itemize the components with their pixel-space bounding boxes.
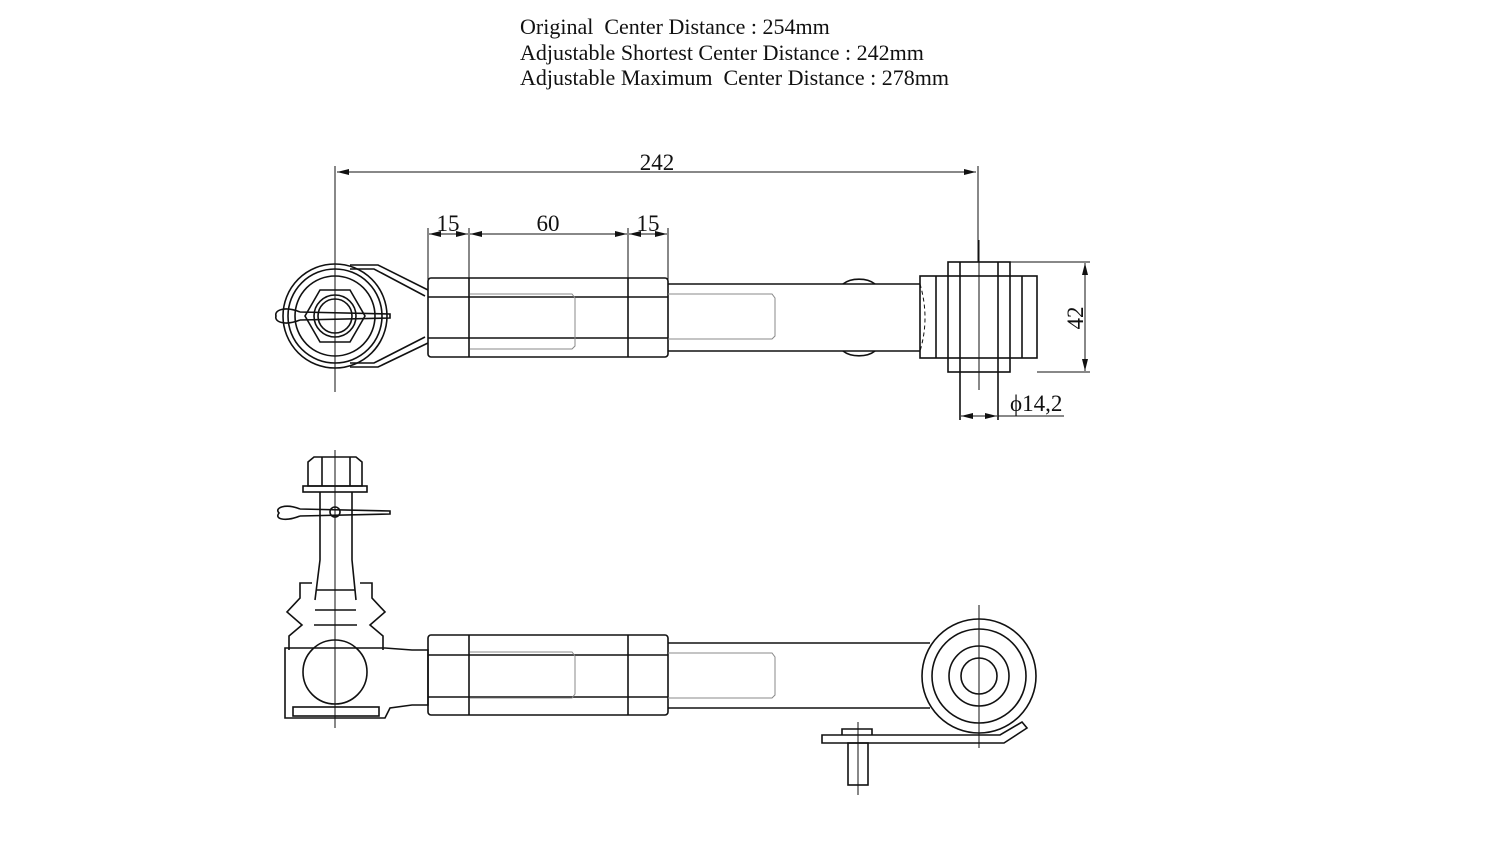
sensor-bracket <box>821 720 1029 795</box>
rod-end-top <box>275 263 429 369</box>
dim-overall-label: 242 <box>640 150 675 175</box>
dim-bushing-width-label: 42 <box>1063 307 1088 330</box>
dimension-bore: ϕ14,2 <box>961 391 1064 419</box>
dim-nut-left-label: 15 <box>437 211 460 236</box>
dimension-bushing-width: 42 <box>1010 261 1090 373</box>
top-view: 242 15 60 15 <box>275 150 1090 420</box>
rod-side <box>668 642 930 709</box>
dim-thread-label: 60 <box>537 211 560 236</box>
bushing-eye-side <box>921 605 1037 748</box>
adjuster-body-top <box>427 277 669 358</box>
spec-shortest-distance: Adjustable Shortest Center Distance : 24… <box>520 39 924 65</box>
rod-top <box>668 278 926 357</box>
bushing-top <box>919 240 1038 420</box>
rod-end-housing-side <box>284 639 429 719</box>
dimension-nuts: 15 60 15 <box>427 211 669 280</box>
side-view <box>277 450 1037 795</box>
spec-maximum-distance: Adjustable Maximum Center Distance : 278… <box>520 65 949 90</box>
dust-boot <box>285 582 387 650</box>
dim-nut-right-label: 15 <box>637 211 660 236</box>
spec-original-distance: Original Center Distance : 254mm <box>520 14 830 39</box>
dimension-overall: 242 <box>334 150 979 392</box>
adjuster-body-side <box>427 634 669 716</box>
cotter-pin-icon <box>275 308 391 324</box>
ball-stud <box>277 450 391 728</box>
dim-bore-label: ϕ14,2 <box>1010 391 1062 416</box>
